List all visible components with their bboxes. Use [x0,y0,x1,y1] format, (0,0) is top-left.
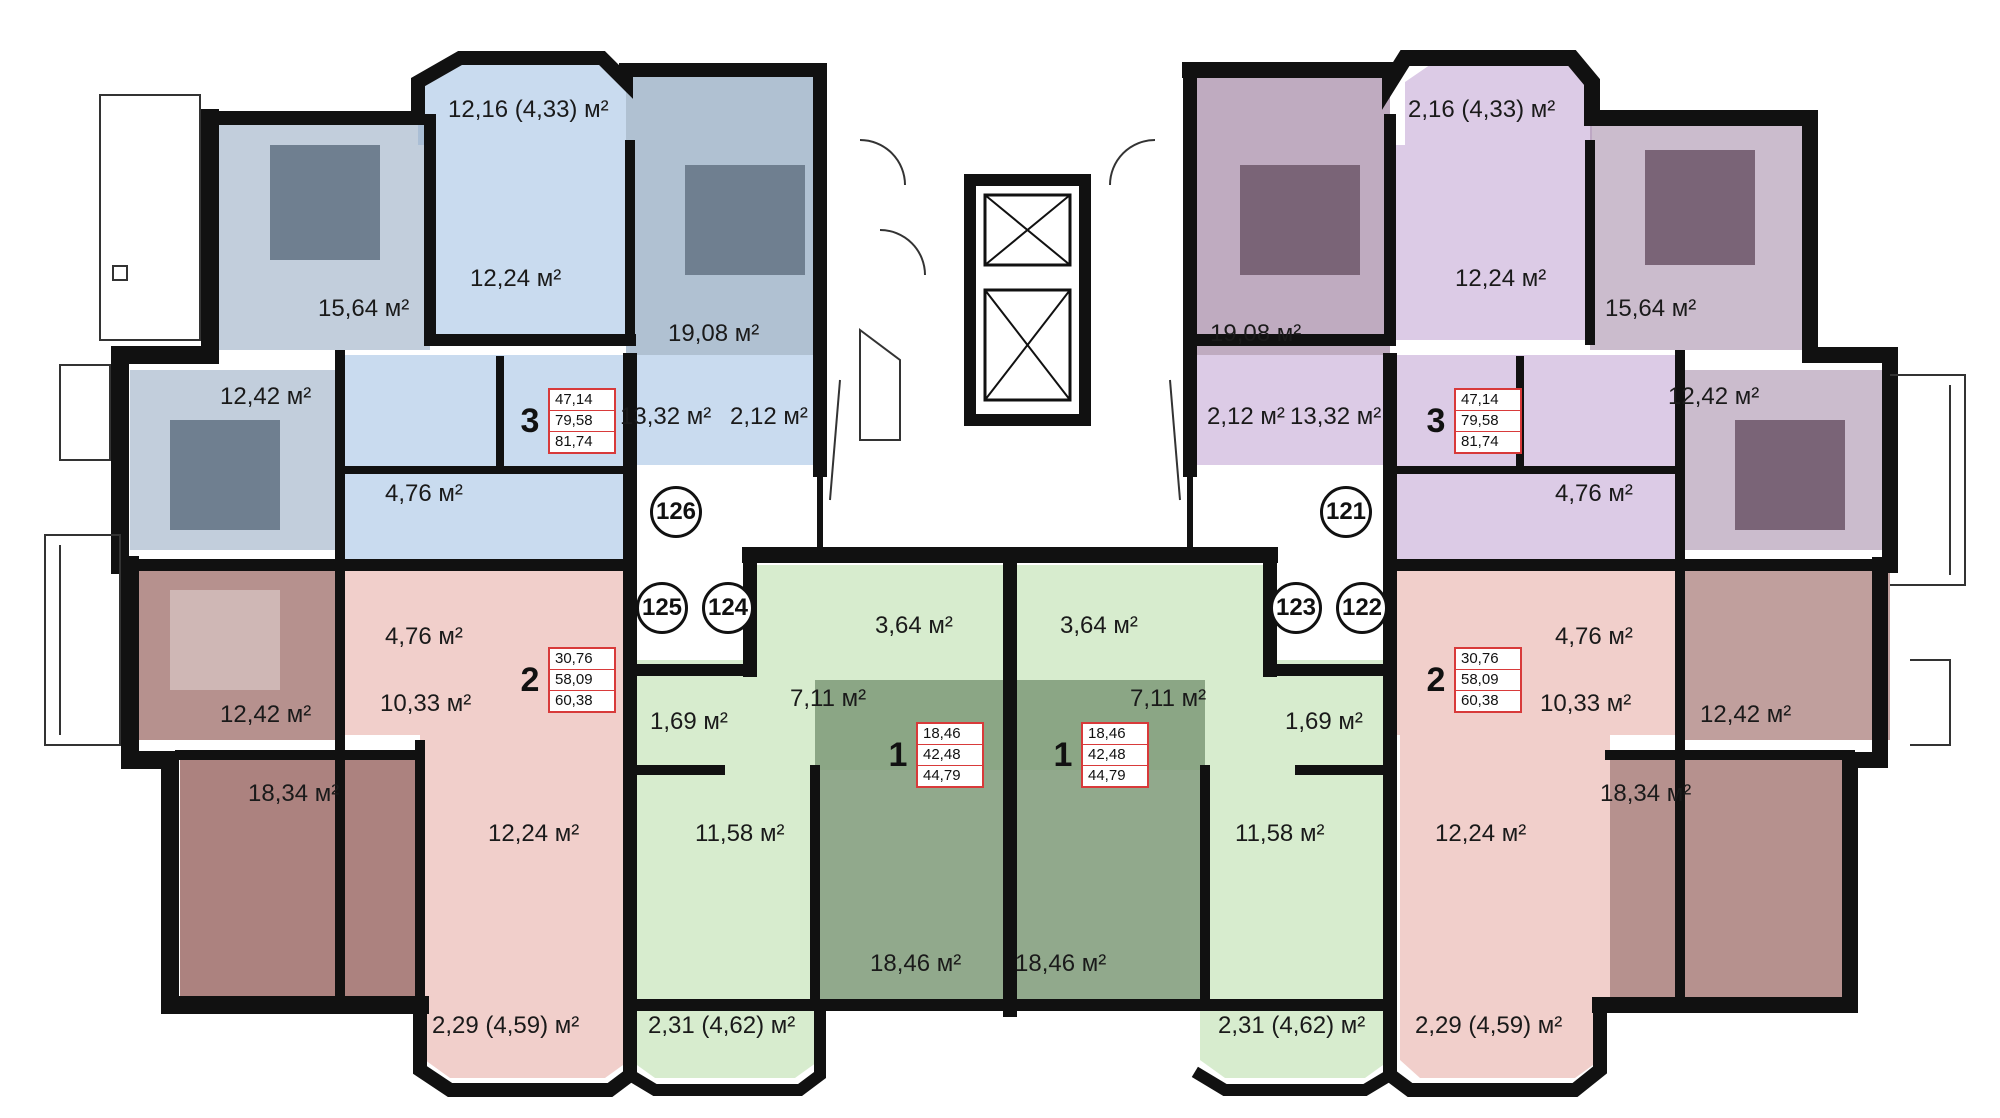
total-area: 79,58 [550,411,614,432]
room-area-label: 12,24 м² [470,265,562,292]
total-area: 42,48 [1083,745,1147,766]
apartment-number-121[interactable]: 121 [1320,486,1372,538]
total-area-with-balcony: 81,74 [1461,433,1499,450]
area-box: 30,76 58,09 60,38 [548,647,616,713]
room-area-label: 15,64 м² [318,295,410,322]
area-box: 47,14 79,58 81,74 [1454,388,1522,454]
room-area-label: 18,46 м² [1015,950,1107,977]
room-area-label: 1,69 м² [1285,708,1363,735]
room-area-label: 12,42 м² [1668,383,1760,410]
room-area-label: 2,12 м² [730,403,808,430]
area-box: 18,46 42,48 44,79 [1081,722,1149,788]
apartment-number-124[interactable]: 124 [702,582,754,634]
total-area-with-balcony: 60,38 [555,692,593,709]
total-area: 58,09 [1456,670,1520,691]
room-count: 2 [1426,660,1446,699]
room-count: 1 [1053,735,1073,774]
living-area: 47,14 [1456,390,1520,411]
apartment-125-area [130,565,630,1078]
room-area-label: 3,64 м² [875,612,953,639]
living-area: 30,76 [550,649,614,670]
room-area-label: 2,12 м² [1207,403,1285,430]
room-area-label: 15,64 м² [1605,295,1697,322]
apartment-number-122[interactable]: 122 [1336,582,1388,634]
room-area-label: 18,34 м² [1600,780,1692,807]
living-area: 18,46 [1083,724,1147,745]
balcony-railings [44,94,1966,746]
room-area-label: 2,29 (4,59) м² [1415,1012,1563,1039]
room-area-label: 2,29 (4,59) м² [432,1012,580,1039]
room-area-label: 4,76 м² [1555,623,1633,650]
room-count: 3 [520,401,540,440]
apartment-number-123[interactable]: 123 [1270,582,1322,634]
living-area: 18,46 [918,724,982,745]
room-count: 2 [520,660,540,699]
walls [111,50,1898,1097]
total-area: 58,09 [550,670,614,691]
apartment-125-info: 2 30,76 58,09 60,38 [512,647,616,713]
room-area-label: 2,31 (4,62) м² [1218,1012,1366,1039]
apartment-123-info: 1 18,46 42,48 44,79 [1045,722,1149,788]
room-area-label: 7,11 м² [1130,685,1207,712]
room-area-label: 10,33 м² [1540,690,1632,717]
apartment-number-125[interactable]: 125 [636,582,688,634]
apartment-number-126[interactable]: 126 [650,486,702,538]
room-area-label: 12,42 м² [220,383,312,410]
area-box: 18,46 42,48 44,79 [916,722,984,788]
room-area-label: 4,76 м² [385,480,463,507]
room-area-label: 1,69 м² [650,708,728,735]
room-area-label: 18,46 м² [870,950,962,977]
area-box: 47,14 79,58 81,74 [548,388,616,454]
room-count: 3 [1426,401,1446,440]
room-area-label: 13,32 м² [1290,403,1382,430]
room-area-label: 19,08 м² [668,320,760,347]
living-area: 30,76 [1456,649,1520,670]
total-area-with-balcony: 44,79 [1088,767,1126,784]
total-area: 42,48 [918,745,982,766]
door-swings [829,139,1181,501]
apartment-122-area [1390,565,1890,1078]
room-area-label: 13,32 м² [620,403,712,430]
apartment-121-area [1190,58,1890,560]
room-area-label: 4,76 м² [385,623,463,650]
room-area-label: 12,24 м² [1435,820,1527,847]
apartment-121-info: 3 47,14 79,58 81,74 [1418,388,1522,454]
room-area-label: 12,24 м² [488,820,580,847]
room-area-label: 2,31 (4,62) м² [648,1012,796,1039]
apartment-124-info: 1 18,46 42,48 44,79 [880,722,984,788]
apartment-122-info: 2 30,76 58,09 60,38 [1418,647,1522,713]
living-area: 47,14 [550,390,614,411]
room-area-label: 11,58 м² [1235,820,1325,847]
total-area-with-balcony: 60,38 [1461,692,1499,709]
room-count: 1 [888,735,908,774]
apartment-126-area [130,58,820,560]
area-box: 30,76 58,09 60,38 [1454,647,1522,713]
room-area-label: 3,64 м² [1060,612,1138,639]
room-area-label: 4,76 м² [1555,480,1633,507]
room-area-label: 11,58 м² [695,820,785,847]
room-area-label: 7,11 м² [790,685,867,712]
total-area-with-balcony: 81,74 [555,433,593,450]
room-area-label: 12,16 (4,33) м² [448,96,609,123]
apartment-126-info: 3 47,14 79,58 81,74 [512,388,616,454]
room-area-label: 12,42 м² [1700,701,1792,728]
room-area-label: 10,33 м² [380,690,472,717]
total-area: 79,58 [1456,411,1520,432]
room-area-label: 12,42 м² [220,701,312,728]
room-area-label: 19,08 м² [1210,320,1302,347]
total-area-with-balcony: 44,79 [923,767,961,784]
room-area-label: 18,34 м² [248,780,340,807]
room-area-label: 2,16 (4,33) м² [1408,96,1556,123]
room-area-label: 12,24 м² [1455,265,1547,292]
